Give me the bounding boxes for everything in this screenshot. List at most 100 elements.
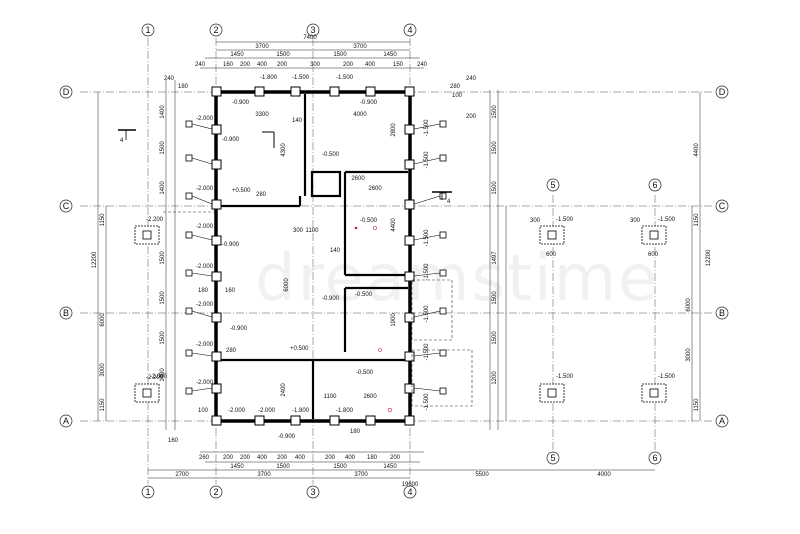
axis-label-right-top-5: 5 xyxy=(550,180,555,190)
watermark: dreamstime xyxy=(255,242,659,316)
dim-bottom-small-6: 400 xyxy=(295,455,306,461)
footing-dim-1: 300 xyxy=(530,218,541,224)
side-dim-2: 180 xyxy=(178,84,189,90)
room-dim-7: 2400 xyxy=(281,383,287,397)
dim-left-seg-2: 1500 xyxy=(160,141,166,155)
right-level-2: -1.500 xyxy=(424,151,430,169)
axis-label-bottom-4: 4 xyxy=(407,487,412,497)
dim-top-seg-2: 1500 xyxy=(276,52,290,58)
axis-label-top-3: 3 xyxy=(310,25,315,35)
left-level-1: -2.000 xyxy=(196,116,214,122)
room-dim-14: 2600 xyxy=(351,176,365,182)
section-mark-label-left: 4 xyxy=(120,138,124,144)
level-7: -0.900 xyxy=(322,296,340,302)
wall-dim-7: 280 xyxy=(226,348,237,354)
room-dim-8: 2600 xyxy=(363,394,377,400)
right-level-1: -1.500 xyxy=(424,119,430,137)
dim-top-small-9: 150 xyxy=(393,62,404,68)
footing-level-6: -1.500 xyxy=(658,374,676,380)
axis-label-bottom-3: 3 xyxy=(310,487,315,497)
dim-top-small-10: 240 xyxy=(417,62,428,68)
axis-label-right-bottom-6: 6 xyxy=(652,453,657,463)
dim-right-bay-1: 4400 xyxy=(694,143,700,157)
level-3: -0.900 xyxy=(222,137,240,143)
room-dim-3: 4300 xyxy=(281,143,287,157)
left-level-5: -2.000 xyxy=(196,302,214,308)
axis-bubbles xyxy=(59,23,729,499)
pier-connectors xyxy=(191,123,441,392)
dim-bottom-main-3: 3700 xyxy=(354,472,368,478)
left-level-7: -2.000 xyxy=(196,380,214,386)
axis-label-right-A: A xyxy=(719,416,725,426)
axis-label-right-bottom-5: 5 xyxy=(550,453,555,463)
dim-bottom-small-5: 200 xyxy=(277,455,288,461)
side-dim-3: 240 xyxy=(466,76,477,82)
room-dim-9: 1100 xyxy=(306,228,320,234)
right-level-4: -1.500 xyxy=(424,263,430,281)
dim-right-bay-2: 1150 xyxy=(694,213,700,227)
level-18: -2.000 xyxy=(150,374,168,380)
axis-label-top-1: 1 xyxy=(145,25,150,35)
dim-right-seg-7: 1200 xyxy=(492,371,498,385)
section-marks xyxy=(118,129,452,200)
wall-dim-6: 100 xyxy=(198,408,209,414)
room-dim-11: 300 xyxy=(293,228,304,234)
room-dim-13: 1900 xyxy=(391,313,397,327)
right-level-7: -1.500 xyxy=(424,393,430,411)
room-dim-4: 2600 xyxy=(368,186,382,192)
section-mark-label-right: 4 xyxy=(447,199,451,205)
wall-pads xyxy=(211,86,415,426)
isolated-footings xyxy=(134,225,667,403)
level-12: -1.800 xyxy=(292,408,310,414)
dim-left-bay-2: 6000 xyxy=(100,313,106,327)
axis-label-left-A: A xyxy=(63,416,69,426)
left-level-2: -2.000 xyxy=(196,186,214,192)
wall-dim-2: 140 xyxy=(330,248,341,254)
axis-label-right-C: C xyxy=(719,201,726,211)
dim-right-bay-3: 3000 xyxy=(686,348,692,362)
dim-right-seg-2: 1500 xyxy=(492,181,498,195)
room-dim-10: 1100 xyxy=(324,394,338,400)
dim-left-bay-1: 1150 xyxy=(100,213,106,227)
axis-labels: 1 2 3 4 1 2 3 4 5 6 5 6 D C B A D C B A xyxy=(63,25,726,497)
wall-dim-3: 280 xyxy=(256,192,267,198)
axis-label-bottom-2: 2 xyxy=(213,487,218,497)
dim-left-seg-3: 1400 xyxy=(160,181,166,195)
axis-label-right-B: B xyxy=(719,308,725,318)
porch-outline xyxy=(163,211,473,407)
dim-top-seg-1: 1450 xyxy=(230,52,244,58)
level-4: -0.500 xyxy=(322,152,340,158)
wall-dim-8: 180 xyxy=(350,429,361,435)
pier-dim: 200 xyxy=(466,114,477,120)
side-dim-5: 100 xyxy=(452,93,463,99)
axis-label-bottom-1: 1 xyxy=(145,487,150,497)
footing-level-1: -2.200 xyxy=(146,217,164,223)
dim-right-seg-6: 1500 xyxy=(492,105,498,119)
dim-top-seg-4: 1450 xyxy=(383,52,397,58)
dim-top-small-8: 400 xyxy=(365,62,376,68)
level-1: -0.900 xyxy=(232,100,250,106)
dim-left-bay-4: 1150 xyxy=(100,398,106,412)
dim-right-overall: 12200 xyxy=(706,249,712,266)
dim-right-bay-4: 6000 xyxy=(686,298,692,312)
axis-label-left-D: D xyxy=(63,87,70,97)
right-level-6: -1.500 xyxy=(424,343,430,361)
level-2: -0.900 xyxy=(360,100,378,106)
dim-bottom-main-5: 4000 xyxy=(597,472,611,478)
footing-level-2: -2.200 xyxy=(146,375,164,381)
room-dim-12: 2800 xyxy=(391,123,397,137)
dim-bottom-small-8: 400 xyxy=(345,455,356,461)
dim-top-bay-1: 3700 xyxy=(255,44,269,50)
dim-bottom-seg-2: 1500 xyxy=(276,464,290,470)
level-17: -0.500 xyxy=(360,218,378,224)
footing-level-3: -1.500 xyxy=(556,217,574,223)
level-20: -1.500 xyxy=(292,75,310,81)
dim-top-small-4: 400 xyxy=(257,62,268,68)
dim-bottom-small-9: 180 xyxy=(367,455,378,461)
axis-label-top-2: 2 xyxy=(213,25,218,35)
dim-left-bay-3: 3000 xyxy=(100,363,106,377)
dim-right-seg-4: 1500 xyxy=(492,291,498,305)
dim-right-bay-5: 1150 xyxy=(694,398,700,412)
footing-level-5: -1.500 xyxy=(556,374,574,380)
dim-bottom-small-4: 400 xyxy=(257,455,268,461)
